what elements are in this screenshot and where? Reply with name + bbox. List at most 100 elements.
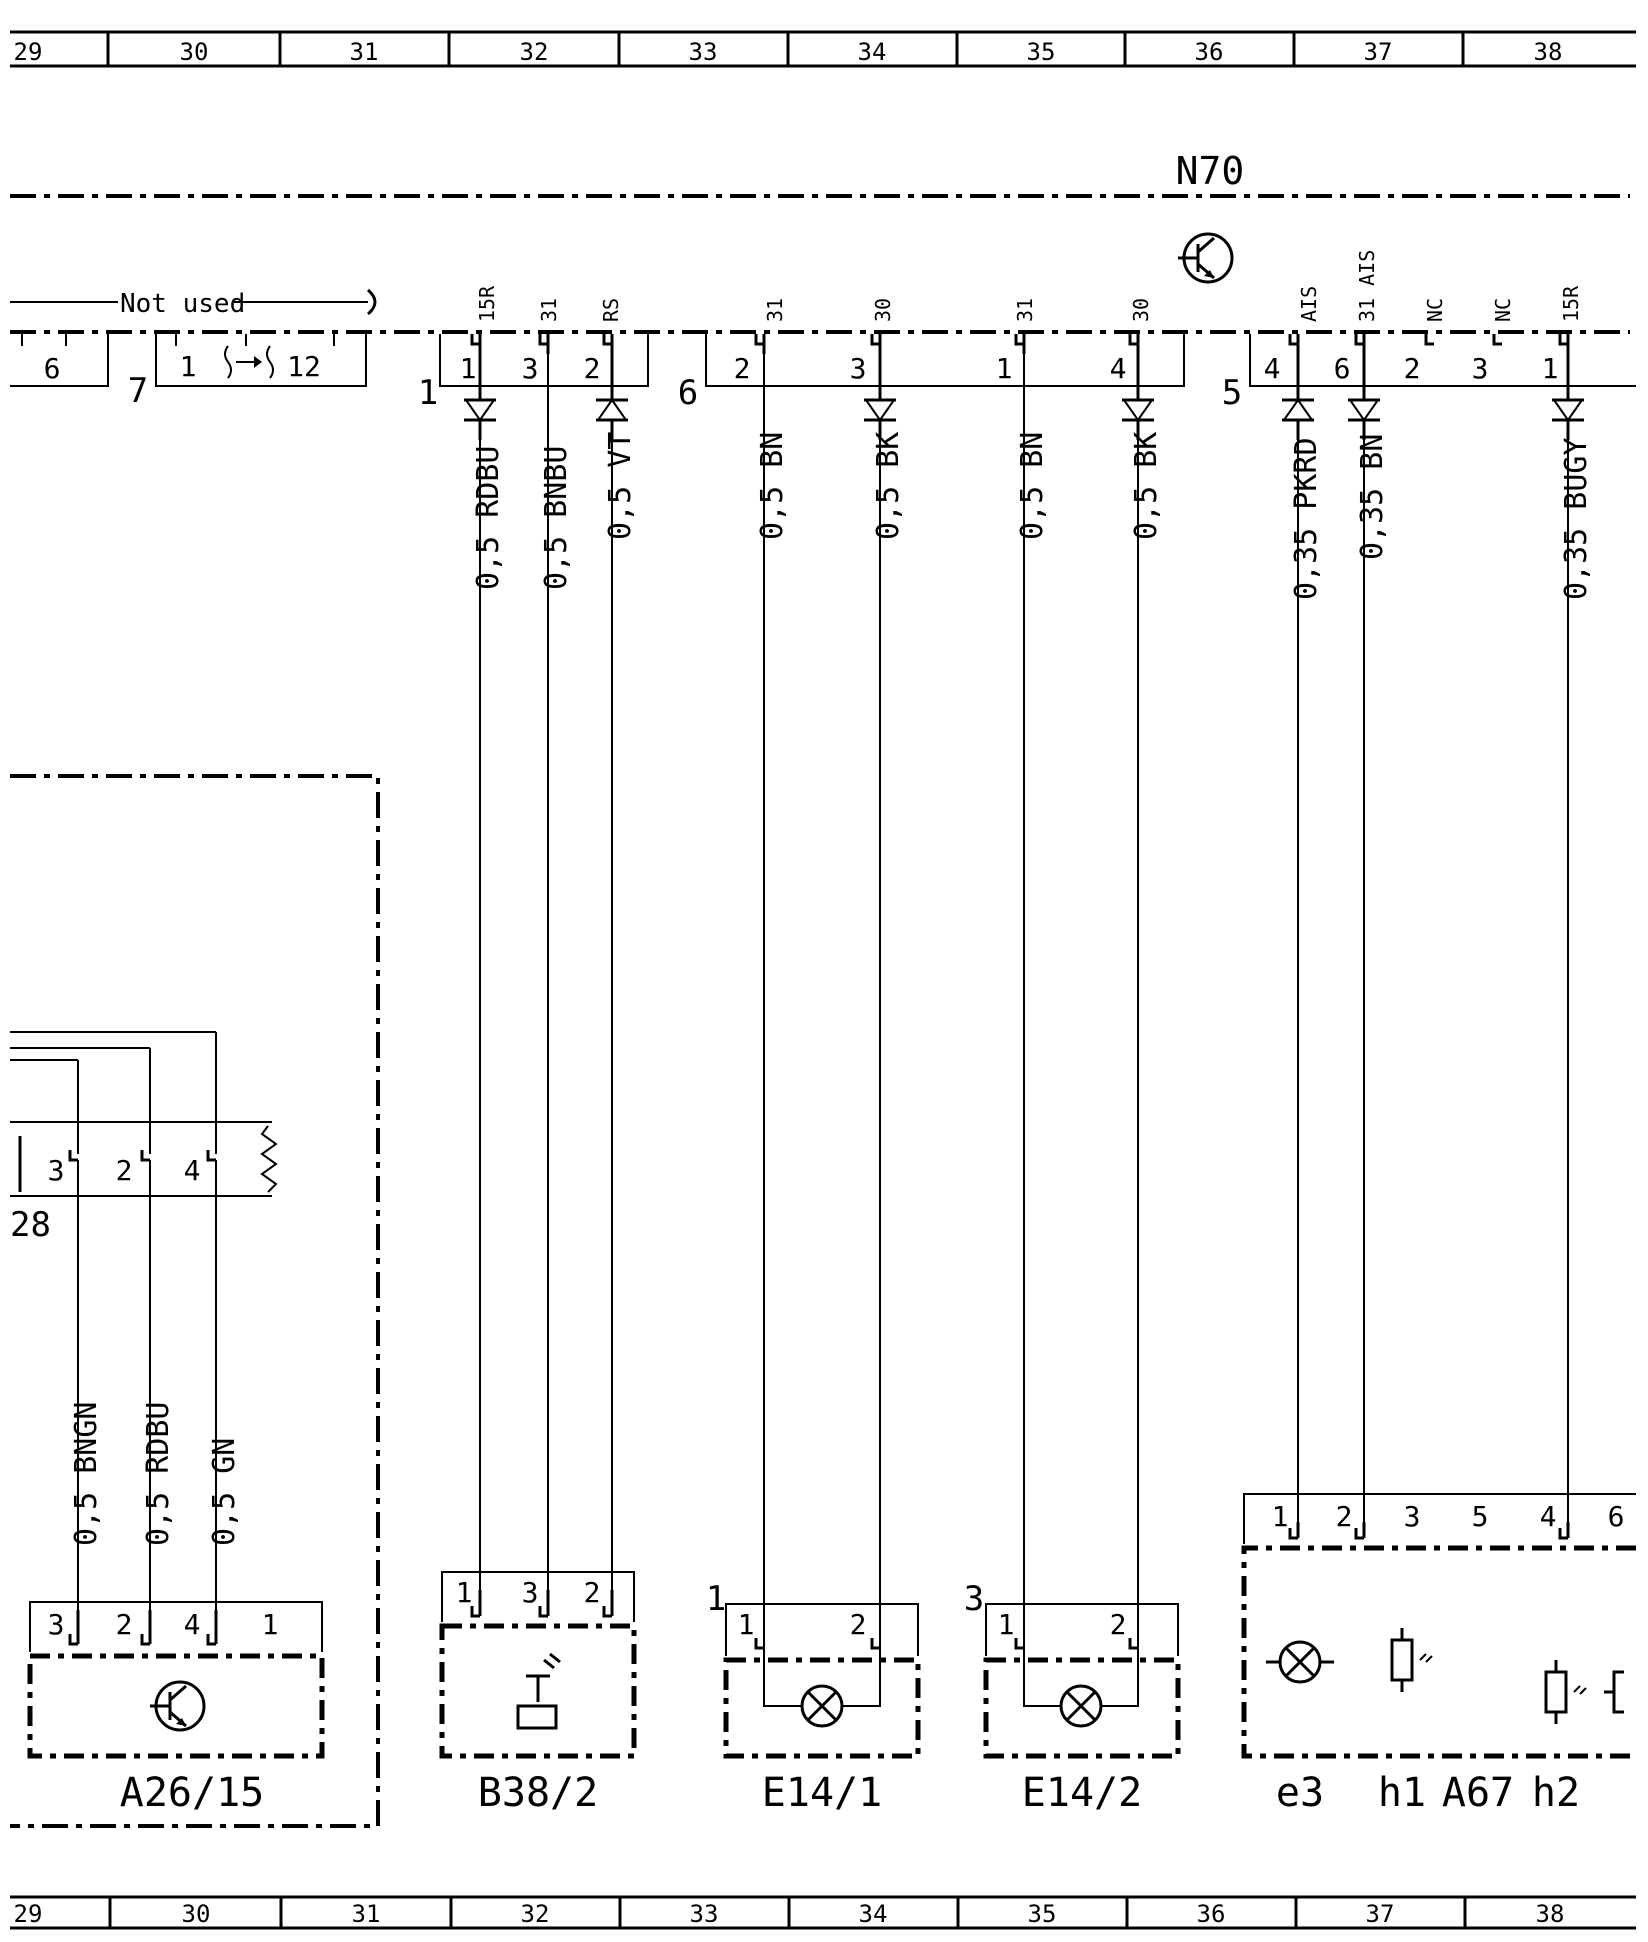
grid-label: 31 [350,38,379,66]
grid-label: 36 [1195,38,1224,66]
arrow-up-icon [1282,354,1314,440]
wire-label: 0,5 RDBU [141,1402,176,1547]
grid-label: 33 [690,1900,719,1928]
arrow-down-icon [1348,354,1380,440]
component-e14-1: 1 1 2 E14/1 [706,1579,921,1816]
transistor-icon [1178,232,1234,284]
grid-ruler-bottom: 29 30 31 32 33 34 35 36 37 38 [10,1895,1636,1930]
component-pin: 1 [1272,1500,1289,1533]
connector-number: 3 [964,1579,984,1619]
grid-label: 35 [1028,1900,1057,1928]
component-name: E14/1 [762,1770,882,1816]
grid-label: 34 [858,38,887,66]
connector-6-partial: 6 [10,334,109,387]
connector-6: 6 2 3 1 4 31 30 31 30 [678,298,1185,413]
wire-label: 0,5 BNGN [69,1402,104,1547]
wire-label: 0,35 BUGY [1559,437,1594,600]
component-b38-2: 1 3 2 B38/2 [439,1571,637,1816]
arrow-down-icon [1552,354,1584,440]
wire-label: 0,5 BN [755,432,790,540]
connector-pin: 4 [1110,352,1127,385]
connector-number: 28 [10,1205,51,1245]
terminal-label: 15R [1559,285,1583,322]
terminal-label: AIS [1297,286,1321,322]
grid-label: 38 [1536,1900,1565,1928]
component-pin: 1 [456,1576,473,1609]
component-pin: 2 [850,1608,867,1641]
connector-5: 5 4 6 2 3 1 AIS 31 AIS NC NC 15R [1222,250,1636,413]
grid-label: 35 [1027,38,1056,66]
led-icon [1390,1628,1433,1692]
terminal-label: NC [1491,298,1515,322]
wire-label: 0,35 BN [1355,434,1390,560]
connector-pin: 3 [48,1154,65,1187]
signal-arrows [464,354,1584,440]
arrow-up-icon [596,354,628,440]
connector-number: 1 [418,373,438,413]
not-used-wire: Not used [10,288,377,319]
component-pin: 2 [584,1576,601,1609]
connector-pin: 6 [1334,352,1351,385]
terminal-label: 15R [475,285,499,322]
component-a26-15: 3 2 4 1 A26/15 [27,1601,325,1816]
pin-markers-top [470,334,1570,354]
component-sub-label: e3 [1276,1770,1324,1816]
component-pin: 1 [262,1608,279,1641]
connector-pin: 1 [180,350,197,383]
wire-label: 0,5 GN [207,1438,242,1546]
connector-pin: 6 [44,352,61,385]
wire-label: 0,5 BN [1015,432,1050,540]
arrow-down-icon [864,354,896,440]
terminal-label: NC [1423,298,1447,322]
component-sub-label: h1 [1378,1770,1426,1816]
component-sub-label: h2 [1532,1770,1580,1816]
wire-label: 0,5 RDBU [471,446,506,591]
light-sensor-icon [516,1652,561,1730]
connector-pin: 2 [584,352,601,385]
lamp-icon [1266,1640,1334,1684]
component-name: B38/2 [478,1770,598,1816]
component-pin: 2 [1110,1608,1127,1641]
grid-label: 36 [1197,1900,1226,1928]
component-a67: 1 2 3 5 4 6 [1241,1493,1636,1816]
terminal-label: 31 [537,298,561,322]
connector-pin: 2 [734,352,751,385]
grid-label: 32 [521,1900,550,1928]
grid-label: 31 [352,1900,381,1928]
wire-label: 0,5 BK [871,432,906,540]
component-name: E14/2 [1022,1770,1142,1816]
component-e14-2: 3 1 2 E14/2 [964,1579,1181,1816]
connector-pin: 1 [996,352,1013,385]
terminal-label: 30 [871,298,895,322]
component-pin: 4 [184,1608,201,1641]
transistor-icon [150,1680,206,1732]
wire-label: 0,5 VT [603,432,638,540]
grid-label: 33 [689,38,718,66]
component-pin: 4 [1540,1500,1557,1533]
connector-number: 7 [128,371,148,411]
connector-28: 3 2 4 28 [10,1031,278,1245]
component-pin: 1 [738,1608,755,1641]
arrow-down-icon [1122,354,1154,440]
component-pin: 5 [1472,1500,1489,1533]
component-pin: 3 [522,1576,539,1609]
wire-labels: 0,5 RDBU 0,5 BNBU 0,5 VT 0,5 BN 0,5 BK 0… [471,432,1594,600]
connector-7: 7 1 12 [128,334,367,411]
component-pin: 3 [1404,1500,1421,1533]
terminal-label: 31 [1013,298,1037,322]
terminal-label: RS [599,298,623,322]
module-n70: N70 [10,149,1630,334]
lamp-icon [800,1684,844,1728]
arrow-down-icon [464,354,496,440]
connector-pin: 12 [287,350,321,383]
component-pin: 6 [1608,1500,1625,1533]
connector-pin: 2 [1404,352,1421,385]
connector-number: 5 [1222,373,1242,413]
grid-label: 29 [14,38,43,66]
connector-pin: 3 [850,352,867,385]
component-pin: 3 [48,1608,65,1641]
component-pin: 1 [998,1608,1015,1641]
wires-left: 0,5 BNGN 0,5 RDBU 0,5 GN [69,1160,242,1610]
grid-label: 38 [1534,38,1563,66]
grid-label: 37 [1364,38,1393,66]
